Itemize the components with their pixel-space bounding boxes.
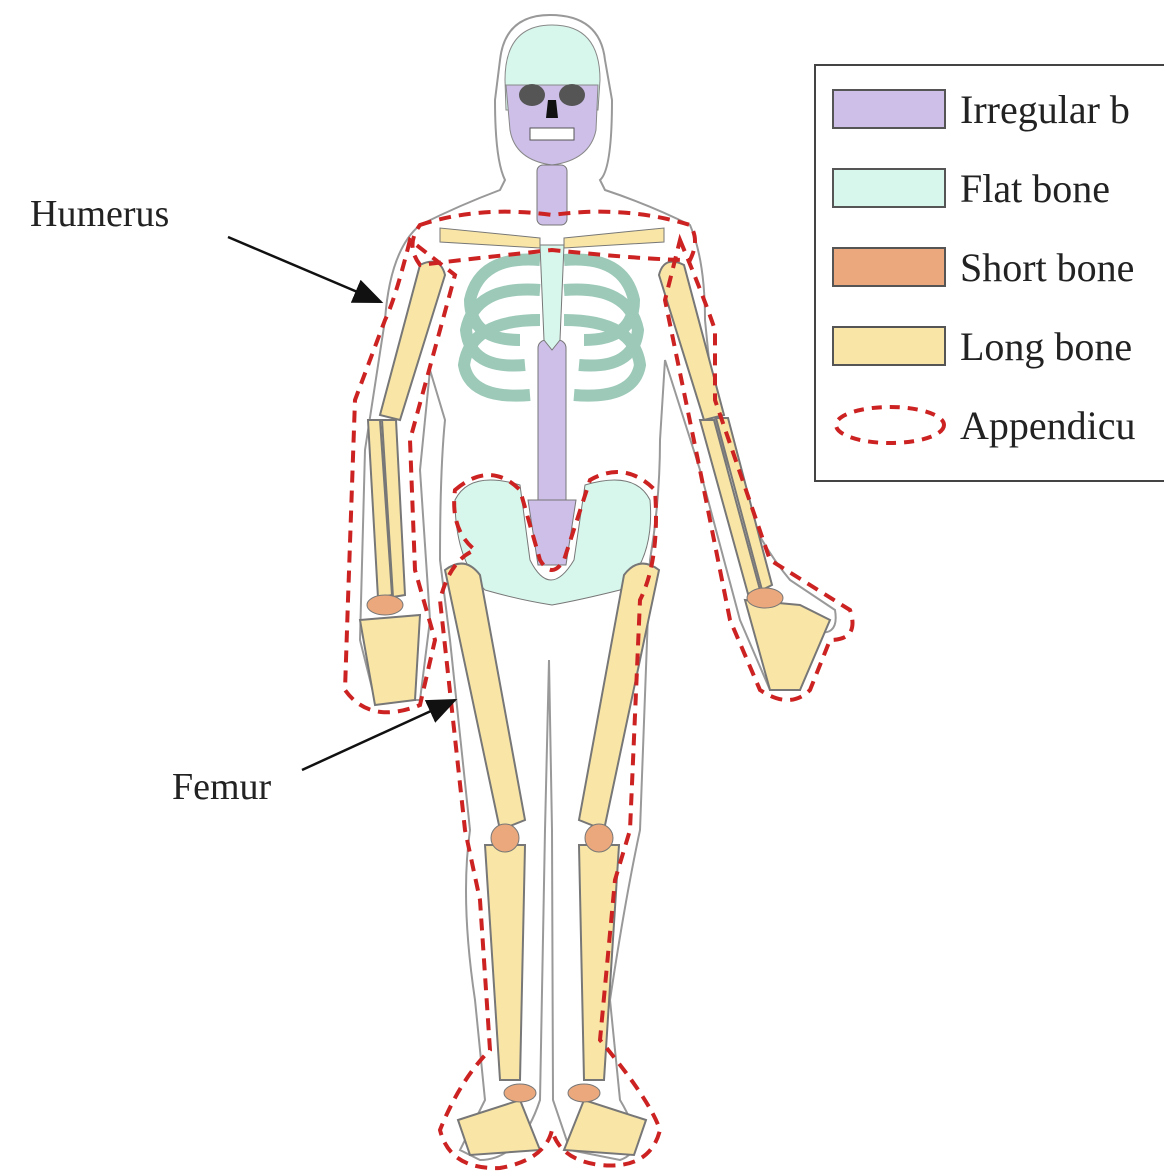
pelvis (454, 479, 652, 606)
swatch-appendicular-ellipse (834, 405, 946, 445)
ribcage (457, 253, 647, 402)
femur-arrow (301, 698, 458, 772)
legend-item-short: Short bone (832, 244, 1135, 290)
legend: Irregular b Flat bone Short bone Long bo… (814, 64, 1164, 482)
appendicular-outline (342, 209, 855, 1171)
legend-item-long: Long bone (832, 323, 1133, 369)
swatch-flat (832, 168, 946, 208)
long-bones (358, 260, 832, 1157)
short-bones (366, 587, 784, 1103)
body-outline (358, 13, 837, 1162)
swatch-long (832, 326, 946, 366)
sternum (539, 244, 565, 351)
legend-label: Appendicu (960, 402, 1136, 448)
legend-label: Irregular b (960, 86, 1130, 132)
spine (527, 164, 577, 566)
legend-item-irregular: Irregular b (832, 86, 1130, 132)
legend-label: Long bone (960, 323, 1133, 369)
clavicle-left (439, 227, 541, 249)
skull (504, 24, 601, 166)
legend-label: Flat bone (960, 165, 1110, 211)
swatch-short (832, 247, 946, 287)
femur-label: Femur (172, 766, 272, 808)
humerus-label: Humerus (30, 193, 170, 235)
clavicle-right (563, 227, 665, 249)
swatch-irregular (832, 89, 946, 129)
legend-item-flat: Flat bone (832, 165, 1110, 211)
humerus-arrow (227, 235, 384, 304)
legend-label: Short bone (960, 244, 1135, 290)
legend-item-appendicular: Appendicu (832, 402, 1136, 448)
